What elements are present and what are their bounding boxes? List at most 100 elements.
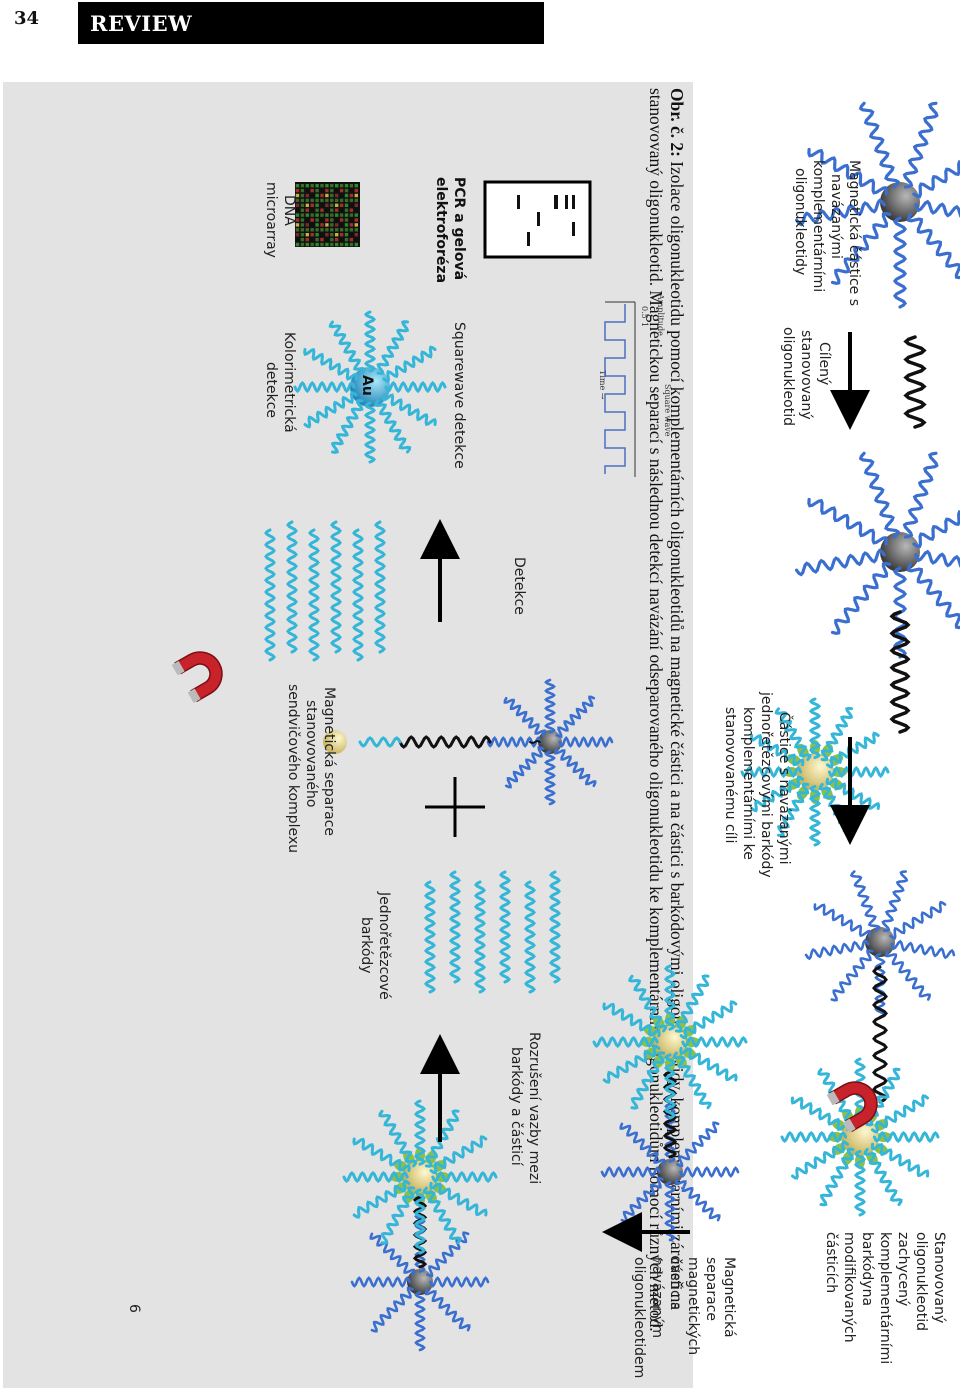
single-strand-barcode bbox=[548, 870, 562, 984]
plot-tick-05: 0.5 bbox=[640, 306, 649, 319]
plot-amplitude-label: Amplitude bbox=[656, 293, 665, 336]
oligo-strand bbox=[381, 393, 437, 427]
label-pcr-gel: PCR a gelováelektroforéza bbox=[433, 177, 467, 283]
oligo-strand bbox=[363, 310, 377, 373]
oligo-strand bbox=[872, 1130, 940, 1144]
oligo-strand bbox=[628, 974, 668, 1033]
oligo-strand bbox=[369, 1232, 416, 1276]
oligo-strand bbox=[600, 1166, 661, 1178]
oligo-strand bbox=[413, 1099, 427, 1166]
oligo-strand bbox=[384, 380, 447, 394]
section-title: REVIEW bbox=[90, 11, 193, 36]
oligo-strand bbox=[503, 696, 546, 737]
oligo-strand bbox=[825, 777, 881, 811]
oligo-strand bbox=[881, 870, 909, 932]
target-oligo bbox=[889, 610, 911, 734]
oligo-strand bbox=[804, 938, 870, 961]
label-single-strand-barcodes: Jednořetězcovébarkódy bbox=[358, 891, 392, 1000]
oligo-strand bbox=[429, 1135, 488, 1175]
magnetic-particle bbox=[880, 532, 920, 572]
barcode-particle bbox=[797, 754, 833, 790]
oligo-strand bbox=[352, 1179, 411, 1219]
strand-graphics bbox=[264, 101, 960, 1352]
gel-electrophoresis-icon bbox=[483, 180, 592, 259]
oligo-strand bbox=[555, 695, 596, 738]
oligo-strand bbox=[380, 1186, 416, 1245]
oligo-strand bbox=[342, 1170, 409, 1184]
oligo-strand bbox=[830, 949, 874, 1002]
single-strand-barcode bbox=[498, 870, 512, 984]
detection-barcode bbox=[374, 520, 386, 654]
oligo-strand bbox=[413, 1188, 427, 1255]
label-target-oligo: Cílenýstanovovanýoligonukleotid bbox=[780, 327, 832, 426]
oligo-strand bbox=[884, 949, 931, 1001]
oligo-strand bbox=[681, 1035, 748, 1049]
oligo-strand bbox=[558, 736, 614, 748]
oligo-strand bbox=[602, 1002, 661, 1038]
oligo-strand bbox=[504, 746, 545, 789]
label-colorimetric: Kolorimetrickádetekce bbox=[263, 332, 297, 433]
detection-barcode bbox=[308, 528, 320, 662]
oligo-strand bbox=[674, 974, 710, 1033]
oligo-strand bbox=[808, 697, 822, 760]
oligo-strand bbox=[858, 451, 900, 539]
target-oligo bbox=[662, 1070, 678, 1159]
squarewave-plot: Amplitude 0.5 1 Time → Square wave bbox=[598, 293, 672, 477]
oligo-strand bbox=[676, 1121, 720, 1168]
oligo-strand bbox=[554, 747, 597, 788]
oligo-strand bbox=[679, 1166, 740, 1178]
oligo-strand bbox=[328, 320, 366, 375]
label-magnetic-separation-1: Magnetickáseparacemagnetickýchčástic sna… bbox=[631, 1257, 737, 1378]
single-strand-barcode bbox=[448, 870, 462, 984]
magnetic-particle bbox=[865, 927, 895, 957]
single-strand-barcode bbox=[473, 880, 487, 994]
oligo-strand bbox=[363, 401, 377, 464]
magnet-icon bbox=[826, 1081, 878, 1134]
oligo-strand bbox=[422, 1186, 462, 1245]
au-label: Au bbox=[359, 375, 375, 396]
oligo-strand bbox=[830, 211, 892, 285]
barcode-particle bbox=[654, 1026, 686, 1058]
plus-sign bbox=[425, 777, 485, 837]
barcode-particle bbox=[404, 1161, 436, 1193]
oligo-strand bbox=[350, 1276, 411, 1288]
oligo-strand bbox=[620, 1176, 664, 1223]
target-oligo bbox=[872, 965, 888, 1104]
oligo-strand bbox=[826, 731, 880, 769]
process-arrows bbox=[420, 332, 870, 1252]
single-strand-barcode bbox=[423, 880, 437, 994]
detection-barcode bbox=[352, 528, 364, 662]
oligo-strand bbox=[414, 1291, 426, 1352]
oligo-strand bbox=[774, 707, 812, 761]
target-oligo bbox=[903, 335, 927, 429]
oligo-strand bbox=[429, 1181, 488, 1217]
oligo-strand bbox=[630, 1051, 666, 1110]
target-oligo bbox=[398, 735, 492, 749]
label-barcode-particle: Částice s navázanýmijednořetězcovými bar… bbox=[722, 691, 794, 878]
label-detection: Detekce bbox=[511, 557, 527, 615]
oligo-strand bbox=[813, 903, 872, 938]
figure-labels: Magnetická částice snavázanýmikomplement… bbox=[126, 160, 947, 1378]
oligo-strand bbox=[376, 320, 410, 376]
oligo-strand bbox=[672, 1051, 712, 1110]
single-strand-barcode bbox=[523, 880, 537, 994]
oligo-strand bbox=[544, 750, 556, 806]
label-squarewave: Squarewave detekce bbox=[451, 322, 467, 469]
oligo-strand bbox=[907, 562, 960, 634]
oligo-strand bbox=[858, 101, 900, 189]
oligo-strand bbox=[853, 1149, 867, 1217]
oligo-strand bbox=[330, 398, 364, 454]
oligo-strand bbox=[892, 216, 908, 309]
oligo-strand bbox=[750, 775, 804, 813]
detection-barcode bbox=[286, 520, 298, 654]
oligo-strand bbox=[426, 1231, 470, 1278]
oligo-strand bbox=[663, 964, 677, 1031]
oligo-strand bbox=[912, 495, 960, 549]
oligo-strand bbox=[808, 784, 822, 847]
oligo-strand bbox=[602, 1044, 661, 1084]
oligo-strand bbox=[849, 870, 881, 932]
oligo-strand bbox=[870, 1142, 930, 1178]
plot-time-label: Time → bbox=[598, 370, 607, 400]
detection-barcode bbox=[264, 528, 276, 662]
oligo-strand bbox=[795, 198, 886, 227]
